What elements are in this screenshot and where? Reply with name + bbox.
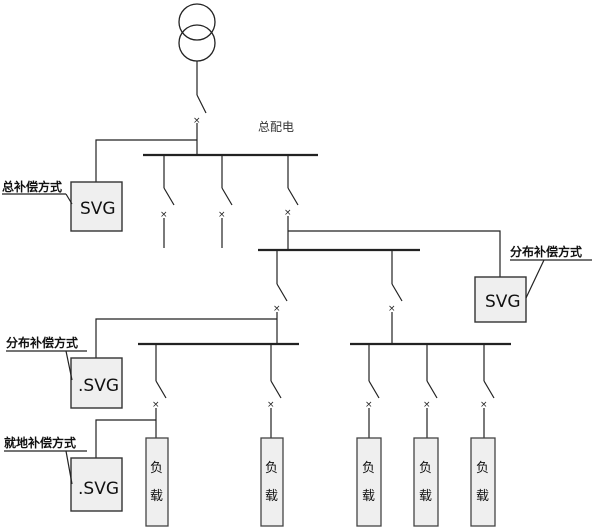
main-distribution-label: 总配电 — [258, 120, 294, 134]
left-branch-switch-mark: × — [273, 304, 281, 314]
load-feeder-1: × — [152, 344, 167, 438]
central-svg-device[interactable] — [70, 181, 123, 232]
feeder-1-switch — [163, 187, 175, 206]
central-svg-connection — [95, 139, 197, 182]
load-1-char-2: 载 — [150, 489, 163, 504]
load-2-char-2: 载 — [265, 489, 278, 504]
distributed-svg-text-left: .SVG — [78, 376, 119, 396]
load-box-3: 负 载 — [356, 437, 382, 527]
left-label-leader — [65, 350, 73, 381]
load-3-char-2: 载 — [362, 489, 375, 504]
central-compensation-label: 总补偿方式 — [2, 179, 62, 194]
right-svg-connection — [288, 230, 501, 277]
load-feeder-2-switch-mark: × — [267, 400, 275, 410]
load-5-char-2: 载 — [476, 489, 489, 504]
local-compensation-label: 就地补偿方式 — [4, 435, 76, 450]
feeder-1-switch-mark: × — [160, 210, 168, 220]
central-label-leader — [65, 193, 73, 205]
load-1-char-1: 负 — [150, 461, 163, 476]
load-feeder-1-switch-mark: × — [152, 400, 160, 410]
left-branch-switch — [276, 283, 288, 302]
main-switch-mark: × — [193, 116, 201, 126]
load-2-char-1: 负 — [265, 461, 278, 476]
feeder-2-switch-mark: × — [218, 210, 226, 220]
transformer-symbol — [178, 3, 216, 62]
load-box-5: 负 载 — [470, 437, 496, 527]
local-svg-text: .SVG — [78, 479, 119, 499]
right-label-leader — [525, 259, 545, 299]
load-feeder-3-switch-mark: × — [365, 400, 373, 410]
load-box-4: 负 载 — [413, 437, 439, 527]
distributed-svg-device-left[interactable] — [70, 357, 123, 409]
distributed-svg-text-right: SVG — [485, 292, 521, 312]
load-feeder-5: × — [480, 344, 495, 438]
right-branch-switch — [391, 283, 403, 302]
load-feeder-2: × — [267, 344, 282, 438]
local-label-leader — [65, 450, 73, 485]
main-switch-blade — [196, 94, 207, 114]
load-box-2: 负 载 — [260, 437, 284, 527]
load-3-char-1: 负 — [362, 461, 375, 476]
load-feeder-3: × — [365, 344, 380, 438]
feeder-2-switch — [221, 187, 233, 206]
load-feeder-4-switch-mark: × — [423, 400, 431, 410]
left-svg-connection — [95, 318, 277, 358]
local-svg-device[interactable] — [70, 457, 123, 512]
central-svg-text: SVG — [80, 199, 116, 219]
feeder-3-switch — [287, 187, 299, 206]
load-5-char-1: 负 — [476, 461, 489, 476]
distributed-svg-device-right[interactable] — [474, 276, 527, 323]
feeder-3-switch-mark: × — [284, 208, 292, 218]
load-4-char-1: 负 — [419, 461, 432, 476]
distributed-compensation-label-right: 分布补偿方式 — [510, 244, 582, 259]
load-box-1: 负 载 — [145, 437, 169, 527]
right-branch-switch-mark: × — [388, 304, 396, 314]
load-feeder-5-switch-mark: × — [480, 400, 488, 410]
load-4-char-2: 载 — [419, 489, 432, 504]
load-feeder-4: × — [423, 344, 438, 438]
distributed-compensation-label-left: 分布补偿方式 — [6, 335, 78, 350]
local-svg-connection — [95, 419, 156, 458]
